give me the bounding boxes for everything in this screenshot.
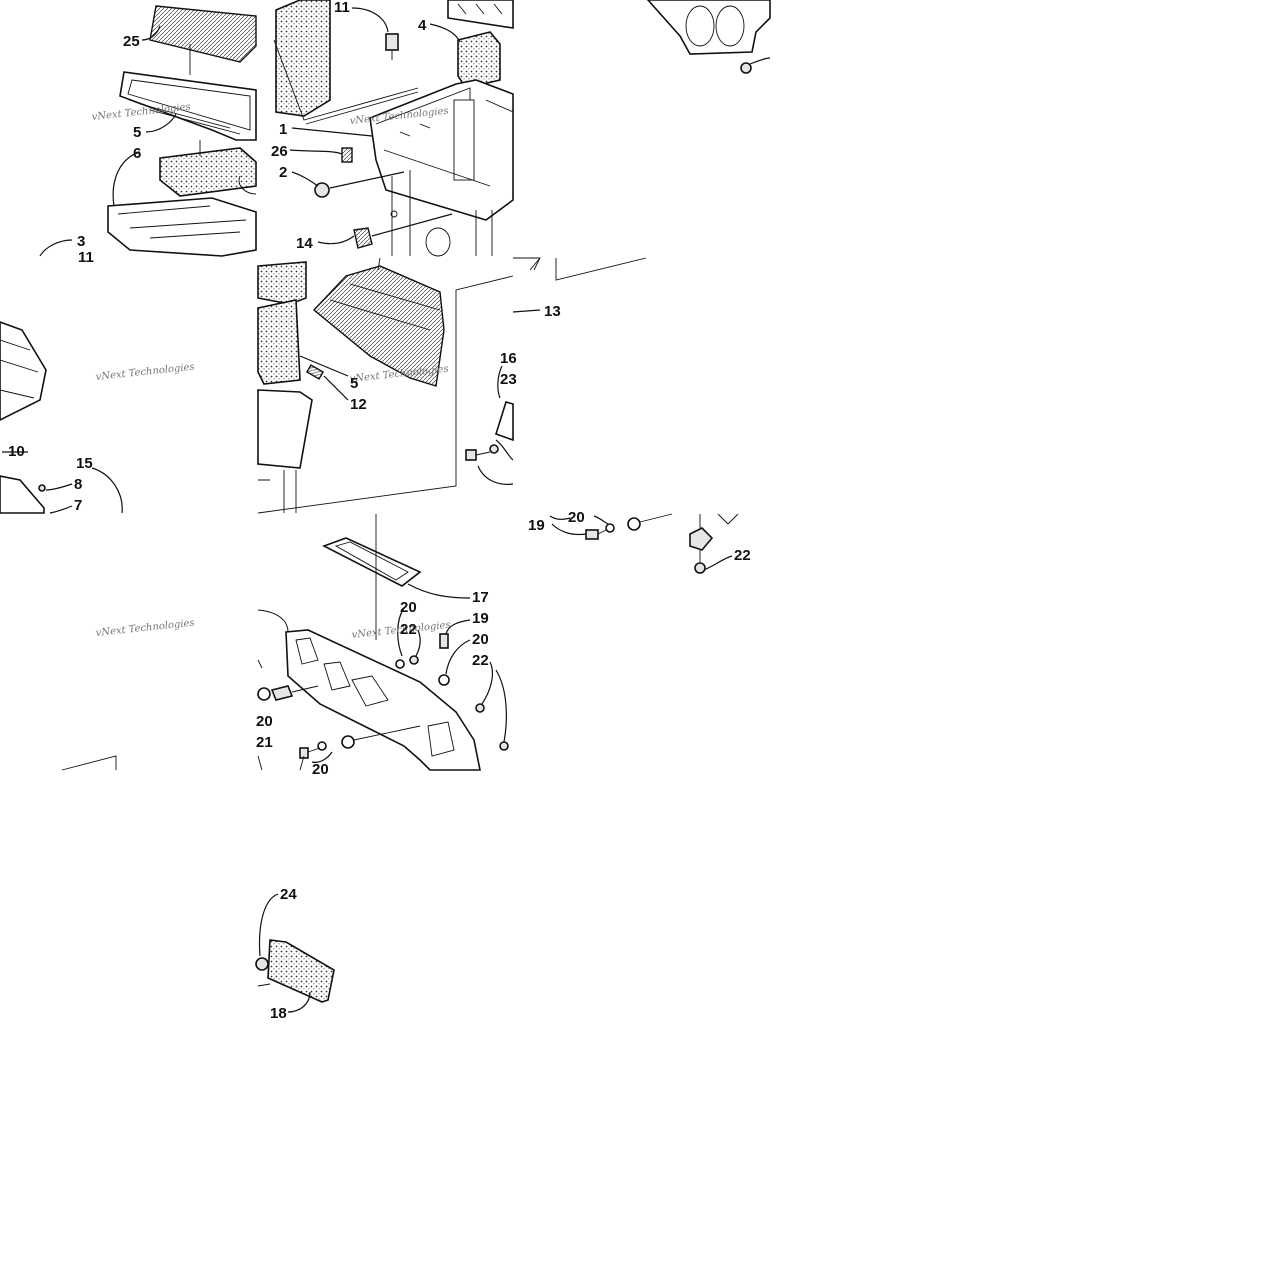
airbox-lid [119, 71, 257, 141]
bracket-14 [353, 227, 373, 249]
spring [305, 364, 325, 380]
callouts: 25 5 6 3 11 10 15 8 7 11 4 1 26 2 14 13 … [8, 0, 751, 1022]
foam-strip-18 [267, 939, 335, 1003]
tile-top-right [646, 0, 771, 74]
callout-15: 15 [76, 455, 93, 472]
base-plate [107, 197, 257, 257]
callout-17: 17 [472, 589, 489, 606]
lower-housing [257, 389, 313, 469]
tile-bottom-middle [257, 514, 509, 771]
callout-22a: 22 [734, 547, 751, 564]
filter-element [159, 147, 257, 197]
rubber-mount [689, 527, 714, 551]
callout-18: 18 [270, 1005, 287, 1022]
callout-11a: 11 [78, 249, 94, 266]
plug-24 [255, 957, 269, 971]
callout-20a: 20 [568, 509, 585, 526]
callout-3: 3 [77, 233, 85, 250]
nut-22d [694, 562, 706, 574]
callout-19b: 19 [472, 610, 489, 627]
callout-25: 25 [123, 33, 140, 50]
upper-housing [447, 0, 514, 29]
tile-middle-left [0, 321, 123, 514]
tile-middle-middle [257, 257, 541, 514]
foam-element [275, 0, 331, 117]
tile-top-left [39, 5, 257, 257]
callout-10: 10 [8, 443, 25, 460]
callout-5b: 5 [350, 375, 358, 392]
callout-20b: 20 [400, 599, 417, 616]
intake-silencer [312, 265, 445, 387]
callout-5a: 5 [133, 124, 141, 141]
airbox-housing [369, 79, 514, 221]
nut-22b [475, 703, 485, 713]
callout-22c: 22 [472, 652, 489, 669]
watermark-3: vNext Technologies [95, 362, 195, 383]
engine-housing [646, 0, 771, 55]
bolt-19 [439, 633, 449, 649]
tile-bottom-left [61, 755, 117, 771]
lower-duct [285, 629, 481, 771]
nut [740, 62, 752, 74]
callout-19a: 19 [528, 517, 545, 534]
callout-20d: 20 [256, 713, 273, 730]
callout-20c: 20 [472, 631, 489, 648]
callout-24: 24 [280, 886, 297, 903]
callout-13: 13 [544, 303, 561, 320]
screw [385, 33, 399, 60]
grommet [314, 182, 330, 198]
callout-22b: 22 [400, 621, 417, 638]
foam-pleated [257, 299, 301, 385]
nut-22c [499, 741, 509, 751]
washer-20 [438, 674, 450, 686]
spacer [270, 685, 294, 701]
callout-26: 26 [271, 143, 288, 160]
tile-middle-right [529, 257, 647, 281]
callout-6: 6 [133, 145, 141, 162]
callout-20e: 20 [312, 761, 329, 778]
foam-block [457, 31, 501, 89]
foam-upper [257, 261, 307, 305]
callout-16: 16 [500, 350, 517, 367]
tile-bottom-right [549, 513, 739, 574]
callout-7: 7 [74, 497, 82, 514]
bolt-19b [585, 529, 599, 540]
callout-12: 12 [350, 396, 367, 413]
watermark-5: vNext Technologies [95, 618, 195, 639]
washer-left [257, 687, 271, 701]
tile-top-middle [273, 0, 514, 257]
callout-8: 8 [74, 476, 82, 493]
callout-1: 1 [279, 121, 287, 138]
callout-4: 4 [418, 17, 427, 34]
tile-lower-middle [255, 893, 335, 1013]
callout-21: 21 [256, 734, 273, 751]
watermark-1: vNext Technologies [91, 102, 191, 123]
filter-cover-plate [149, 5, 257, 63]
clip [341, 147, 353, 163]
callout-2: 2 [279, 164, 287, 181]
nut-22a [409, 655, 419, 665]
wire-clamp [495, 401, 514, 442]
washer-20a [395, 659, 405, 669]
callout-11b: 11 [334, 0, 350, 16]
bolt-lower [299, 747, 309, 759]
callout-23: 23 [500, 371, 517, 388]
lower-base [0, 475, 45, 514]
lid-side [0, 321, 47, 421]
washer [489, 444, 499, 454]
callout-14: 14 [296, 235, 313, 252]
bolt-head [465, 449, 477, 461]
